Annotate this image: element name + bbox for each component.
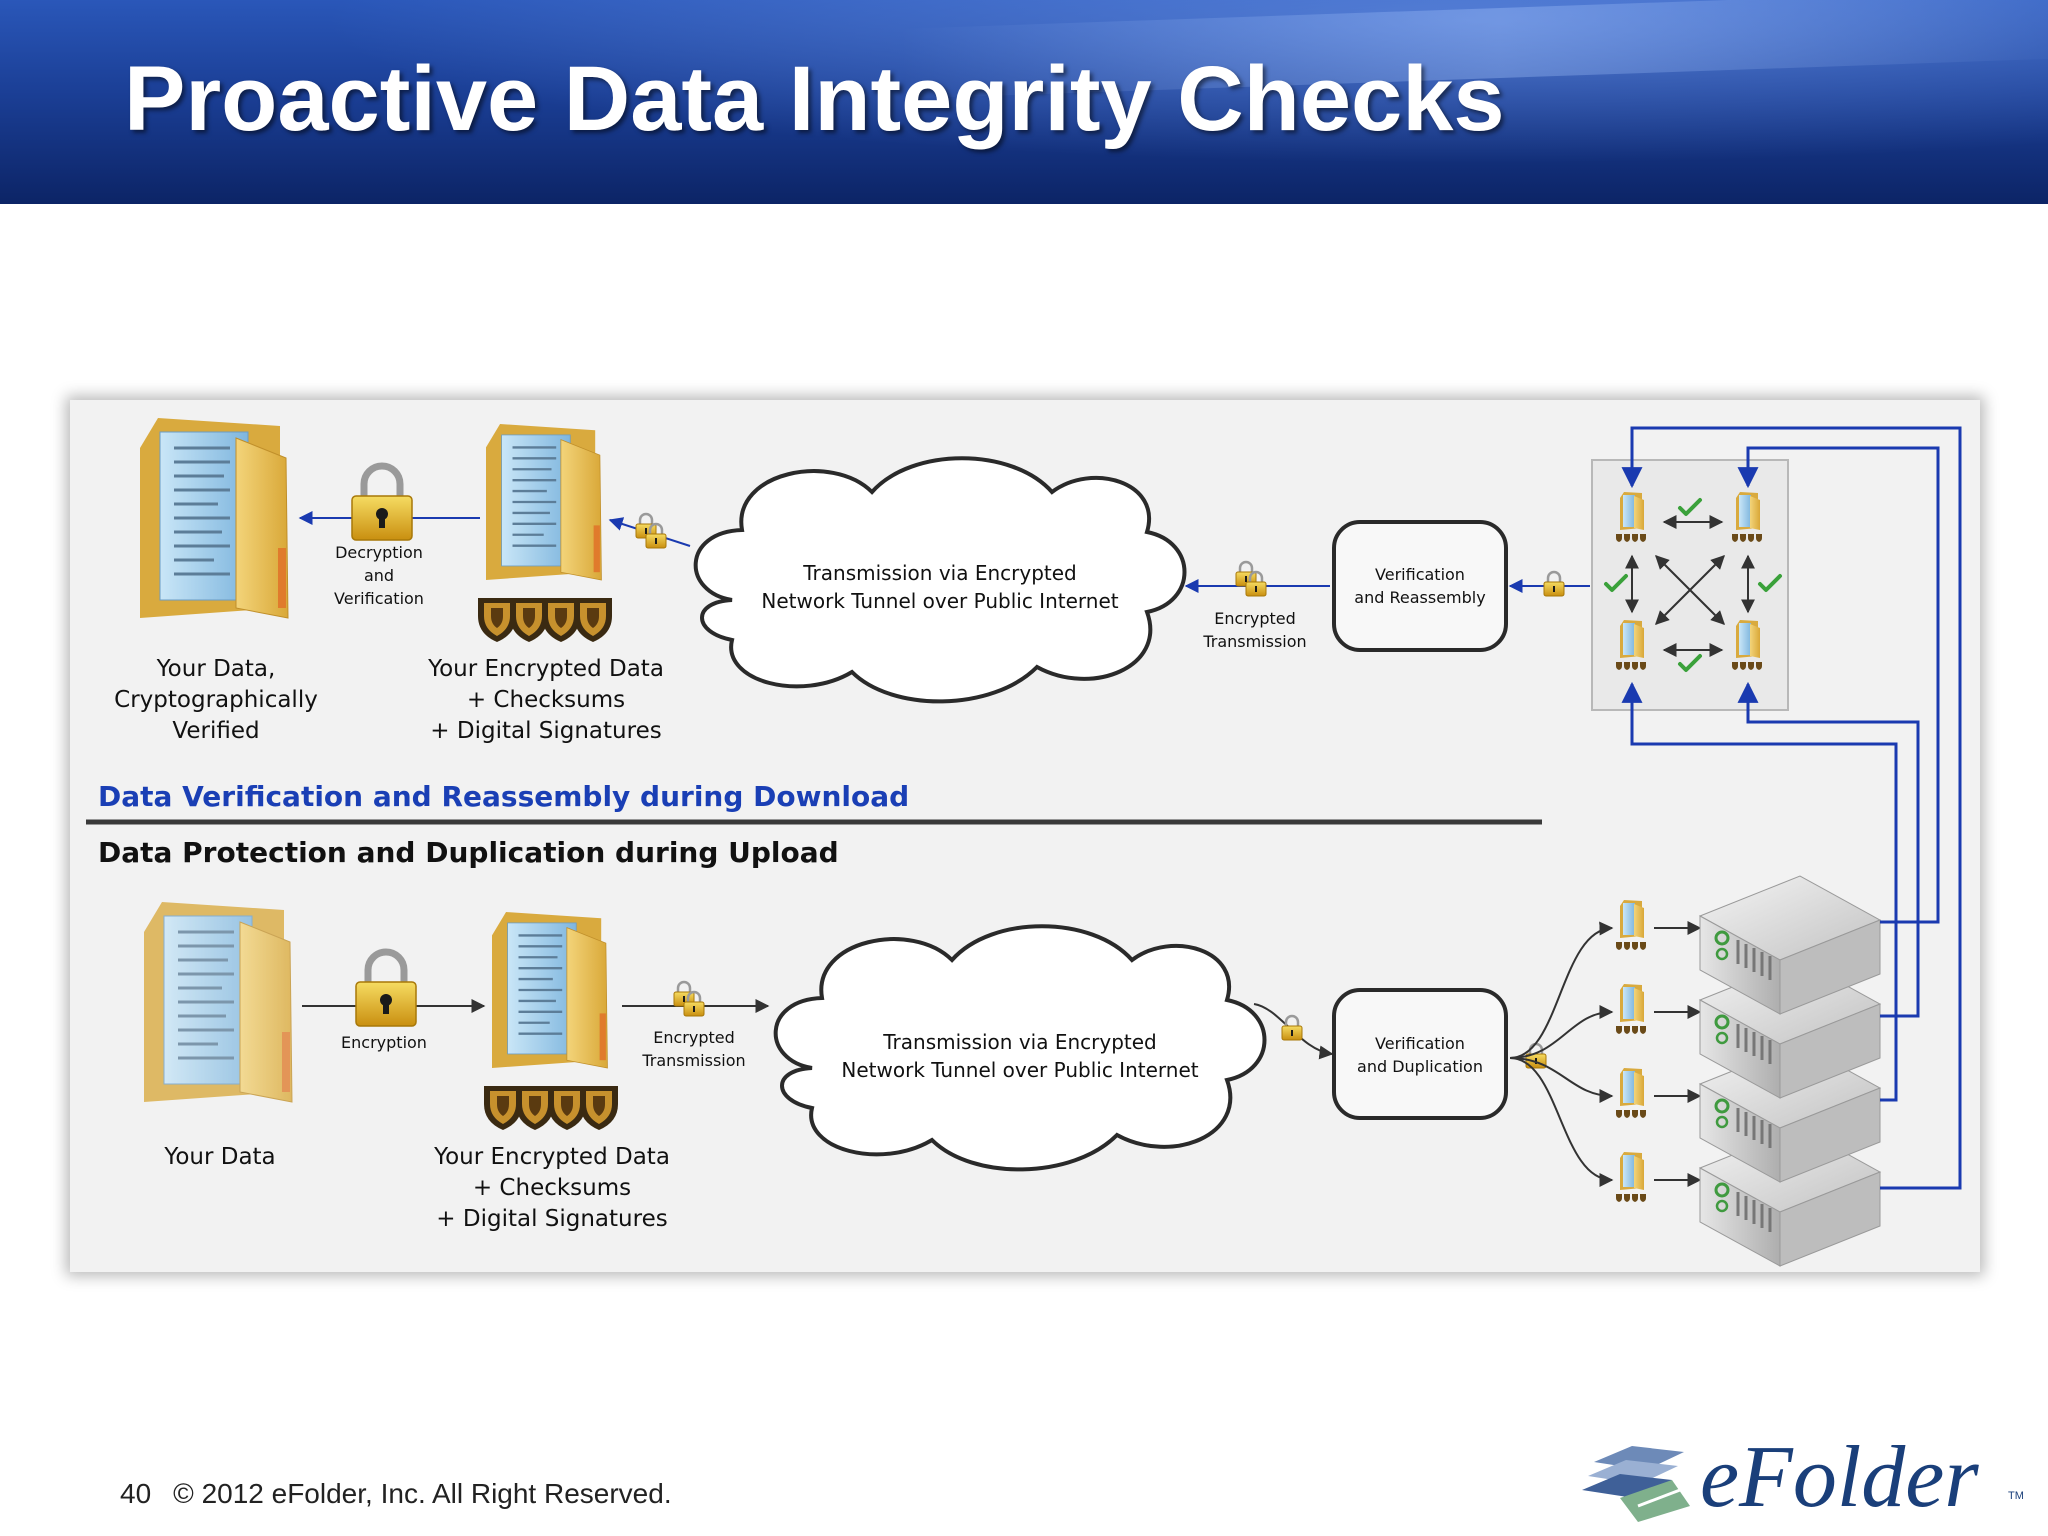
- header-banner: Proactive Data Integrity Checks: [0, 0, 2048, 204]
- svg-text:Verification: Verification: [334, 589, 424, 608]
- svg-text:+ Checksums: + Checksums: [467, 687, 625, 713]
- svg-text:+ Checksums: + Checksums: [473, 1175, 631, 1201]
- page-number: 40: [120, 1478, 152, 1509]
- svg-text:Network Tunnel over Public Int: Network Tunnel over Public Internet: [841, 1058, 1198, 1082]
- svg-text:and Duplication: and Duplication: [1357, 1057, 1483, 1076]
- storage-server-icons: [1698, 874, 1882, 1268]
- duplication-fan-arrows: [1509, 921, 1614, 1187]
- download-encrypted-folder-label: Your Encrypted Data + Checksums + Digita…: [427, 656, 664, 744]
- download-encrypted-folder-icon: [484, 422, 603, 582]
- svg-text:Transmission via Encrypted: Transmission via Encrypted: [802, 561, 1076, 585]
- upload-box-lock-icon: [1280, 1014, 1304, 1042]
- footer: 40 © 2012 eFolder, Inc. All Right Reserve…: [120, 1478, 672, 1510]
- upload-encrypted-folder-icon: [490, 910, 609, 1070]
- upload-encrypted-folder-label: Your Encrypted Data + Checksums + Digita…: [433, 1144, 670, 1232]
- svg-text:Decryption: Decryption: [335, 543, 423, 562]
- svg-text:Verification: Verification: [1375, 1034, 1465, 1053]
- upload-shields-icon: [484, 1086, 618, 1130]
- svg-text:Your Encrypted Data: Your Encrypted Data: [433, 1144, 670, 1170]
- encryption-label: Encryption: [341, 1033, 427, 1052]
- copyright-text: © 2012 eFolder, Inc. All Right Reserved.: [173, 1478, 672, 1509]
- upload-transmission-lock-icon: [674, 982, 704, 1016]
- upload-transmission-label: Encrypted Transmission: [641, 1028, 745, 1070]
- upload-data-folder-label: Your Data: [163, 1144, 275, 1170]
- upload-section-title: Data Protection and Duplication during U…: [98, 836, 839, 869]
- header-glow: [0, 0, 2048, 204]
- svg-text:Transmission: Transmission: [1202, 632, 1306, 651]
- svg-text:Encrypted: Encrypted: [653, 1028, 735, 1047]
- efolder-logo-text: eFolder: [1700, 1429, 1979, 1526]
- efolder-logo-icon: [1582, 1446, 1690, 1522]
- svg-text:and Reassembly: and Reassembly: [1354, 588, 1485, 607]
- slide-title: Proactive Data Integrity Checks: [124, 48, 1505, 150]
- svg-text:+ Digital Signatures: + Digital Signatures: [436, 1206, 667, 1232]
- upload-cloud-label: Transmission via Encrypted Network Tunne…: [841, 1030, 1198, 1082]
- verification-reassembly-label: Verification and Reassembly: [1354, 565, 1485, 607]
- decryption-label: Decryption and Verification: [334, 543, 424, 608]
- svg-text:+ Digital Signatures: + Digital Signatures: [430, 718, 661, 744]
- download-verified-folder-icon: [138, 416, 290, 620]
- upload-data-folder-icon: [142, 900, 294, 1104]
- download-section-title: Data Verification and Reassembly during …: [98, 780, 909, 813]
- svg-text:Your Data,: Your Data,: [156, 656, 276, 682]
- folder-to-server-arrows: [1654, 921, 1702, 1187]
- verification-reassembly-box: [1332, 520, 1508, 652]
- verification-duplication-box: [1332, 988, 1508, 1120]
- download-verified-folder-label: Your Data, Cryptographically Verified: [114, 656, 318, 744]
- download-box-lock-icon: [1542, 570, 1566, 598]
- svg-text:and: and: [364, 566, 394, 585]
- svg-text:Your Encrypted Data: Your Encrypted Data: [427, 656, 664, 682]
- server-return-paths: [1621, 426, 1962, 1190]
- efolder-logo-trademark: TM: [2008, 1490, 2024, 1502]
- svg-text:Network Tunnel over Public Int: Network Tunnel over Public Internet: [761, 589, 1118, 613]
- duplicated-folder-icons: [1616, 900, 1646, 1202]
- encryption-lock-icon: [356, 952, 416, 1026]
- svg-text:Verified: Verified: [172, 718, 259, 744]
- svg-text:Encrypted: Encrypted: [1214, 609, 1296, 628]
- efolder-logo: eFolder TM: [1580, 1428, 2024, 1528]
- svg-text:Cryptographically: Cryptographically: [114, 687, 318, 713]
- svg-text:Transmission via Encrypted: Transmission via Encrypted: [882, 1030, 1156, 1054]
- download-cloud-lock-icon: [636, 514, 666, 548]
- svg-text:Transmission: Transmission: [641, 1051, 745, 1070]
- download-transmission-label: Encrypted Transmission: [1202, 609, 1306, 651]
- decryption-lock-icon: [352, 466, 412, 540]
- download-transmission-lock-icon: [1236, 562, 1266, 596]
- download-shields-icon: [478, 598, 612, 642]
- download-cloud-label: Transmission via Encrypted Network Tunne…: [761, 561, 1118, 613]
- reassembly-grid-arrows: [1625, 515, 1755, 657]
- verification-duplication-label: Verification and Duplication: [1357, 1034, 1483, 1076]
- svg-text:Verification: Verification: [1375, 565, 1465, 584]
